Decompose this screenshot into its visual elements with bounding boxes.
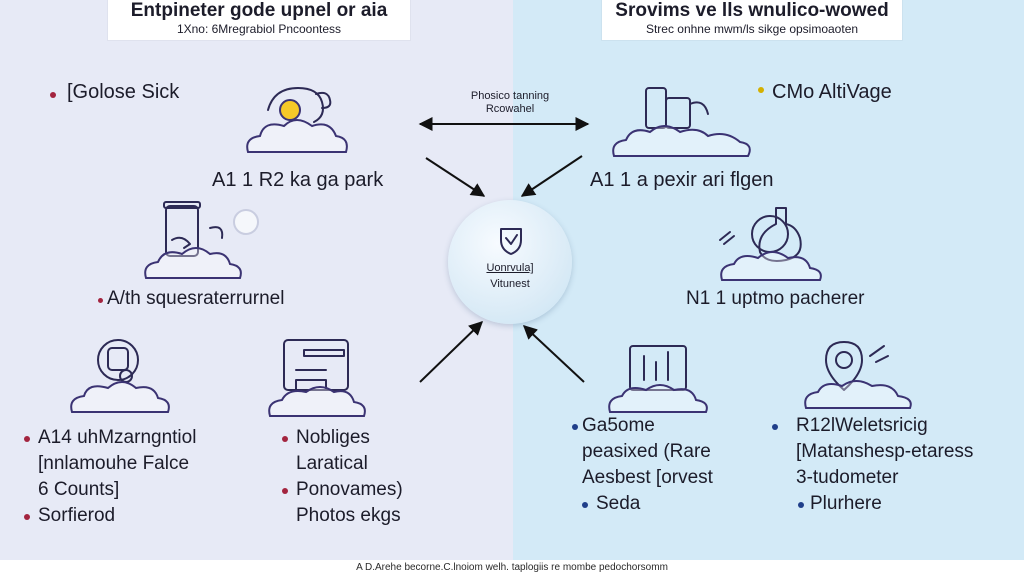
jar-cloud-icon <box>144 201 259 279</box>
astronaut-cloud-icon <box>70 339 170 413</box>
bullet-blue <box>582 502 588 508</box>
left-list2-item: Photos ekgs <box>296 505 401 526</box>
right-item1-label: CMo AltiVage <box>772 81 892 103</box>
center-hub <box>448 200 572 324</box>
right-list2-item: 3-tudometer <box>796 467 899 488</box>
center-label-bottom: Vitunest <box>490 278 530 290</box>
right-list1-item: Aesbest [orvest <box>582 467 713 488</box>
bullet-red <box>24 436 30 442</box>
center-label-top: Uonrvula] <box>486 262 534 274</box>
printer-cloud-icon <box>268 339 366 417</box>
left-list2-item: Ponovames) <box>296 479 403 500</box>
left-caption2: A/th squesraterrurnel <box>107 288 285 309</box>
left-item1-label: [Golose Sick <box>67 81 180 103</box>
left-title-box: Entpineter gode upnel or aia 1Xno: 6Mreg… <box>108 0 410 40</box>
center-note-line1: Phosico tanning <box>470 90 550 102</box>
bullet-red <box>282 488 288 494</box>
arrow-bottom-left <box>419 321 484 383</box>
footer-strip <box>0 560 1024 576</box>
bottles-cloud-icon <box>612 87 751 157</box>
right-list1-item: Ga5ome <box>582 415 655 436</box>
arrow-top-right <box>520 155 583 197</box>
left-list2-item: Nobliges <box>296 427 370 448</box>
center-note-line2: Rcowahel <box>485 103 535 115</box>
left-list1-item: [nnlamouhe Falce <box>38 453 190 474</box>
arrow-top-left <box>425 157 486 197</box>
right-list1-item: Seda <box>596 493 641 514</box>
bullet-red <box>98 298 103 303</box>
right-title: Srovims ve lls wnulico-wowed <box>615 0 889 21</box>
left-panel <box>0 0 513 560</box>
left-title: Entpineter gode upnel or aia <box>130 0 388 21</box>
left-caption1: A1 1 R2 ka ga park <box>212 169 384 191</box>
left-list2-item: Laratical <box>296 453 368 474</box>
tablet-cloud-icon <box>608 345 708 413</box>
left-subtitle: 1Xno: 6Mregrabiol Pncoontess <box>176 22 342 36</box>
bullet-red <box>24 514 30 520</box>
right-caption1: A1 1 a pexir ari flgen <box>590 169 774 191</box>
left-list1-item: 6 Counts] <box>38 479 120 500</box>
bullet-blue <box>798 502 804 508</box>
right-list2-item: Plurhere <box>810 493 882 514</box>
arrow-bottom-right <box>522 325 585 383</box>
footer-caption: A D.Arehe becorne.C.lnoiom welh. taplogi… <box>356 562 668 573</box>
flask-cloud-icon <box>719 207 822 281</box>
bullet-blue <box>772 424 778 430</box>
bullet-red <box>282 436 288 442</box>
right-subtitle: Strec onhne mwm/ls sikge opsimoaoten <box>645 22 859 36</box>
center-note: Phosico tanning Rcowahel <box>452 90 568 116</box>
bullet-blue <box>572 424 578 430</box>
right-list2-item: R12lWeletsricig <box>796 415 928 436</box>
bullet-yellow <box>758 87 764 93</box>
location-pin-cloud-icon <box>804 341 912 409</box>
bullet-red <box>50 92 56 98</box>
shield-icon <box>500 228 522 255</box>
sun-cloud-icon <box>246 87 348 153</box>
right-list2-item: [Matanshesp-etaress <box>796 441 974 462</box>
left-list1-item: A14 uhMzarngntiol <box>38 427 197 448</box>
right-title-box: Srovims ve lls wnulico-wowed Strec onhne… <box>602 0 902 40</box>
left-list1-item: Sorfierod <box>38 505 116 526</box>
right-caption2: N1 1 uptmo pacherer <box>686 288 865 309</box>
right-list1-item: peasixed (Rare <box>582 441 711 462</box>
